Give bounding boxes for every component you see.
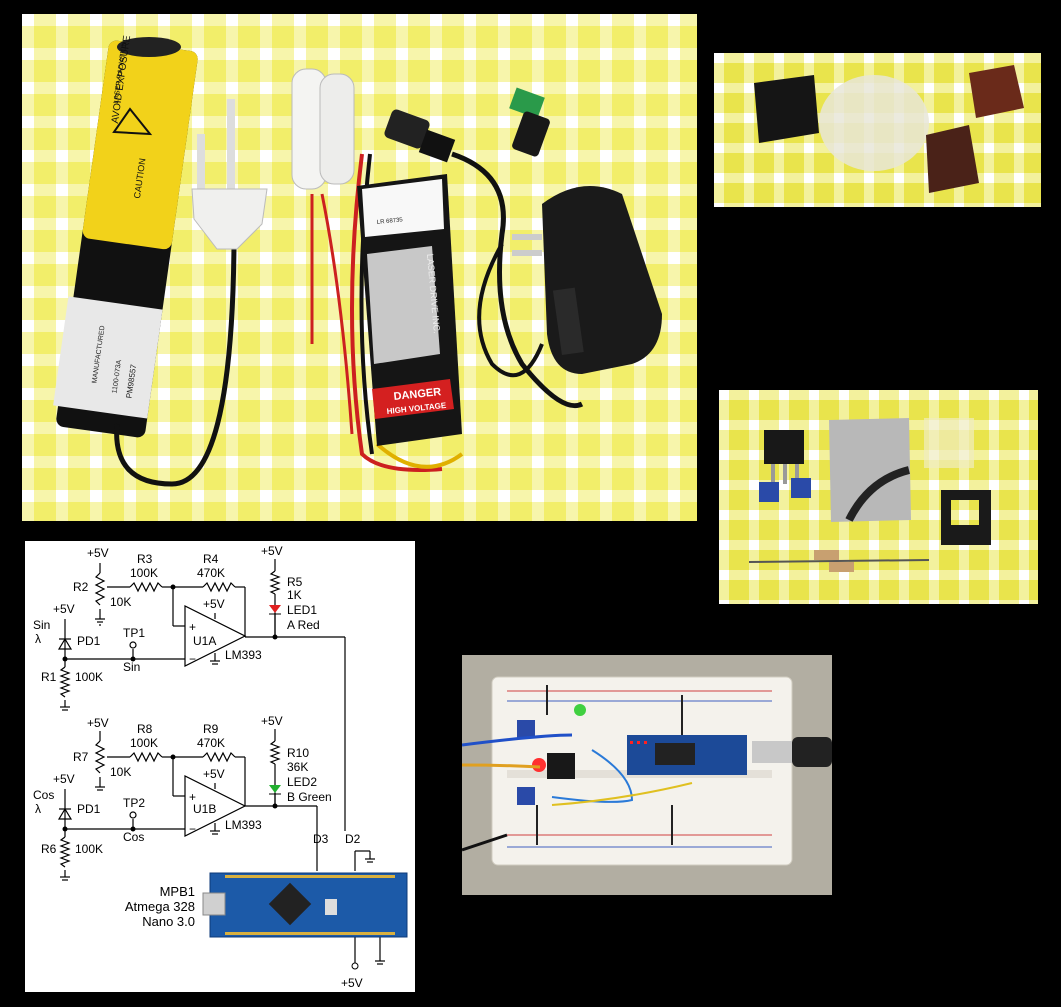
pd-b-cos: Cos bbox=[33, 788, 54, 802]
r7-ref: R7 bbox=[73, 750, 89, 764]
hv-connector-right bbox=[291, 68, 355, 435]
tp1-ref: TP1 bbox=[123, 626, 145, 640]
mcu-board: Nano 3.0 bbox=[142, 914, 195, 929]
r3-val: 100K bbox=[130, 566, 158, 580]
driver-danger-label: DANGER bbox=[393, 386, 442, 403]
red-led bbox=[532, 758, 546, 772]
r5-val: 1K bbox=[287, 588, 302, 602]
r5-ref: R5 bbox=[287, 575, 303, 589]
svg-text:−: − bbox=[189, 652, 196, 666]
dark-filter bbox=[754, 75, 819, 143]
mcu-ref: MPB1 bbox=[160, 884, 195, 899]
supply-u1a: +5V bbox=[203, 597, 225, 611]
r9-val: 470K bbox=[197, 736, 225, 750]
r10-ref: R10 bbox=[287, 746, 309, 760]
lambda-a: λ bbox=[35, 632, 41, 646]
led1-desc: A Red bbox=[287, 618, 320, 632]
r4-ref: R4 bbox=[203, 552, 219, 566]
svg-text:+: + bbox=[189, 790, 196, 804]
trimpot-2 bbox=[791, 478, 811, 498]
dc-plug bbox=[384, 109, 584, 409]
hv-connector-left bbox=[191, 99, 268, 250]
driver-cert-label: LR 68735 bbox=[377, 217, 404, 226]
trimpot-a bbox=[517, 720, 535, 738]
schematic-panel: +5V R2 10K R3 100K R4 470K +5V R5 1K LED… bbox=[25, 541, 415, 992]
clear-prism bbox=[819, 75, 929, 171]
tp2-label: Cos bbox=[123, 830, 144, 844]
r1-val: 100K bbox=[75, 670, 103, 684]
led2-symbol bbox=[269, 785, 281, 793]
supply-nano: +5V bbox=[341, 976, 363, 990]
led2-desc: B Green bbox=[287, 790, 332, 804]
svg-text:−: − bbox=[189, 822, 196, 836]
r4-val: 470K bbox=[197, 566, 225, 580]
mcu-chip: Atmega 328 bbox=[125, 899, 195, 914]
r6-ref: R6 bbox=[41, 842, 57, 856]
pd-b-supply: +5V bbox=[53, 772, 75, 786]
r7-val: 10K bbox=[110, 765, 131, 779]
r8-val: 100K bbox=[130, 736, 158, 750]
r2-val: 10K bbox=[110, 595, 131, 609]
r3-ref: R3 bbox=[137, 552, 153, 566]
r2-ref: R2 bbox=[73, 580, 89, 594]
u1a-ref: U1A bbox=[193, 634, 216, 648]
mirror-sheet bbox=[829, 418, 911, 522]
u1b-ref: U1B bbox=[193, 802, 216, 816]
r9-ref: R9 bbox=[203, 722, 219, 736]
supply-u1b: +5V bbox=[203, 767, 225, 781]
r10-val: 36K bbox=[287, 760, 308, 774]
crystals-photo bbox=[714, 53, 1041, 207]
trimpot-b bbox=[517, 787, 535, 805]
u1a-part: LM393 bbox=[225, 648, 262, 662]
resistor-leads bbox=[748, 559, 930, 563]
led1-ref: LED1 bbox=[287, 603, 317, 617]
r8-ref: R8 bbox=[137, 722, 153, 736]
supply-r7: +5V bbox=[87, 716, 109, 730]
supply-r5: +5V bbox=[261, 544, 283, 558]
supply-r2: +5V bbox=[87, 546, 109, 560]
breadboard-photo bbox=[462, 655, 832, 895]
usb-connector bbox=[752, 741, 792, 763]
tp1-label: Sin bbox=[123, 660, 140, 674]
pin-d3-label: D3 bbox=[313, 832, 329, 846]
laser-driver-module: LASER DRIVE INC. LR 68735 DANGER HIGH VO… bbox=[357, 174, 462, 446]
components-photo bbox=[719, 390, 1038, 604]
green-led bbox=[574, 704, 586, 716]
svg-text:+: + bbox=[189, 620, 196, 634]
arduino-nano-board bbox=[202, 872, 408, 938]
resistor-1 bbox=[814, 550, 839, 560]
dc-jack bbox=[509, 87, 550, 157]
led1-symbol bbox=[269, 605, 281, 613]
pd-b-ref: PD1 bbox=[77, 802, 101, 816]
tp2-ref: TP2 bbox=[123, 796, 145, 810]
comparator-chip bbox=[547, 753, 575, 779]
laser-tube: AVOID EXPOSURE LASER RADIATION CAUTION M… bbox=[53, 34, 198, 438]
resistor-2 bbox=[829, 562, 854, 572]
tube-model-label: 1100-073A bbox=[111, 359, 123, 394]
ic-chip bbox=[764, 430, 804, 464]
trimpot-1 bbox=[759, 482, 779, 502]
usb-cable-plug bbox=[792, 737, 832, 767]
laser-parts-photo: AVOID EXPOSURE LASER RADIATION CAUTION M… bbox=[22, 14, 697, 521]
film-square bbox=[924, 418, 974, 468]
r6-val: 100K bbox=[75, 842, 103, 856]
r1-ref: R1 bbox=[41, 670, 57, 684]
supply-r10: +5V bbox=[261, 714, 283, 728]
u1b-part: LM393 bbox=[225, 818, 262, 832]
red-crystal-bottom bbox=[926, 125, 979, 193]
pd-a-sin: Sin bbox=[33, 618, 50, 632]
pd-a-ref: PD1 bbox=[77, 634, 101, 648]
led2-ref: LED2 bbox=[287, 775, 317, 789]
power-adapter bbox=[512, 186, 662, 374]
pd-a-supply: +5V bbox=[53, 602, 75, 616]
pin-d2-label: D2 bbox=[345, 832, 361, 846]
lambda-b: λ bbox=[35, 802, 41, 816]
red-crystal-top bbox=[969, 65, 1024, 118]
